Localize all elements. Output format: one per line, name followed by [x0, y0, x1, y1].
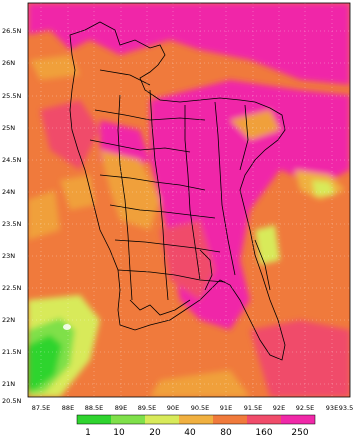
colorbar-swatch — [247, 415, 281, 424]
colorbar-swatch — [179, 415, 213, 424]
colorbar: 1 10 20 40 80 160 250 — [76, 414, 316, 438]
colorbar-label: 80 — [220, 428, 232, 438]
grid-lines — [28, 3, 350, 397]
lon-label: 91E — [220, 404, 232, 412]
lat-label: 24.5N — [2, 156, 21, 164]
colorbar-swatch — [213, 415, 247, 424]
lat-label: 21.5N — [2, 348, 21, 356]
colorbar-swatch — [145, 415, 179, 424]
colorbar-swatch — [111, 415, 145, 424]
lon-label: 93.5 — [339, 404, 353, 412]
lon-label: 88.5E — [85, 404, 104, 412]
lon-label: 92.5E — [296, 404, 315, 412]
lon-label: 89.5E — [138, 404, 157, 412]
lon-label: 91.5E — [244, 404, 263, 412]
colorbar-label: 250 — [291, 428, 308, 438]
lat-label: 25N — [2, 124, 15, 132]
lon-label: 87.5E — [32, 404, 51, 412]
longitude-labels: 87.5E 88E 88.5E 89E 89.5E 90E 90.5E 91E … — [32, 404, 354, 412]
lon-label: 90E — [167, 404, 179, 412]
lat-label: 20.5N — [2, 397, 21, 405]
country-boundaries — [69, 21, 286, 361]
lat-label: 22.5N — [2, 284, 21, 292]
lat-label: 23.5N — [2, 220, 21, 228]
latitude-labels: 26.5N 26N 25.5N 25N 24.5N 24N 23.5N 23N … — [2, 27, 21, 405]
lat-label: 23N — [2, 252, 15, 260]
colorbar-label: 10 — [113, 428, 125, 438]
colorbar-label: 160 — [255, 428, 272, 438]
lon-label: 92E — [273, 404, 285, 412]
precipitation-field — [28, 3, 350, 397]
colorbar-label: 20 — [149, 428, 161, 438]
colorbar-label: 40 — [184, 428, 196, 438]
lat-label: 21N — [2, 380, 15, 388]
lat-label: 25.5N — [2, 92, 21, 100]
lat-label: 24N — [2, 188, 15, 196]
lon-label: 88E — [62, 404, 74, 412]
lat-label: 26N — [2, 59, 15, 67]
colorbar-label: 1 — [85, 428, 91, 438]
lon-label: 90.5E — [191, 404, 210, 412]
colorbar-swatch — [281, 415, 315, 424]
lat-label: 22N — [2, 316, 15, 324]
colorbar-swatch — [77, 415, 111, 424]
lon-label: 89E — [115, 404, 127, 412]
map-border — [27, 2, 351, 398]
lon-label: 93E — [326, 404, 338, 412]
lat-label: 26.5N — [2, 27, 21, 35]
